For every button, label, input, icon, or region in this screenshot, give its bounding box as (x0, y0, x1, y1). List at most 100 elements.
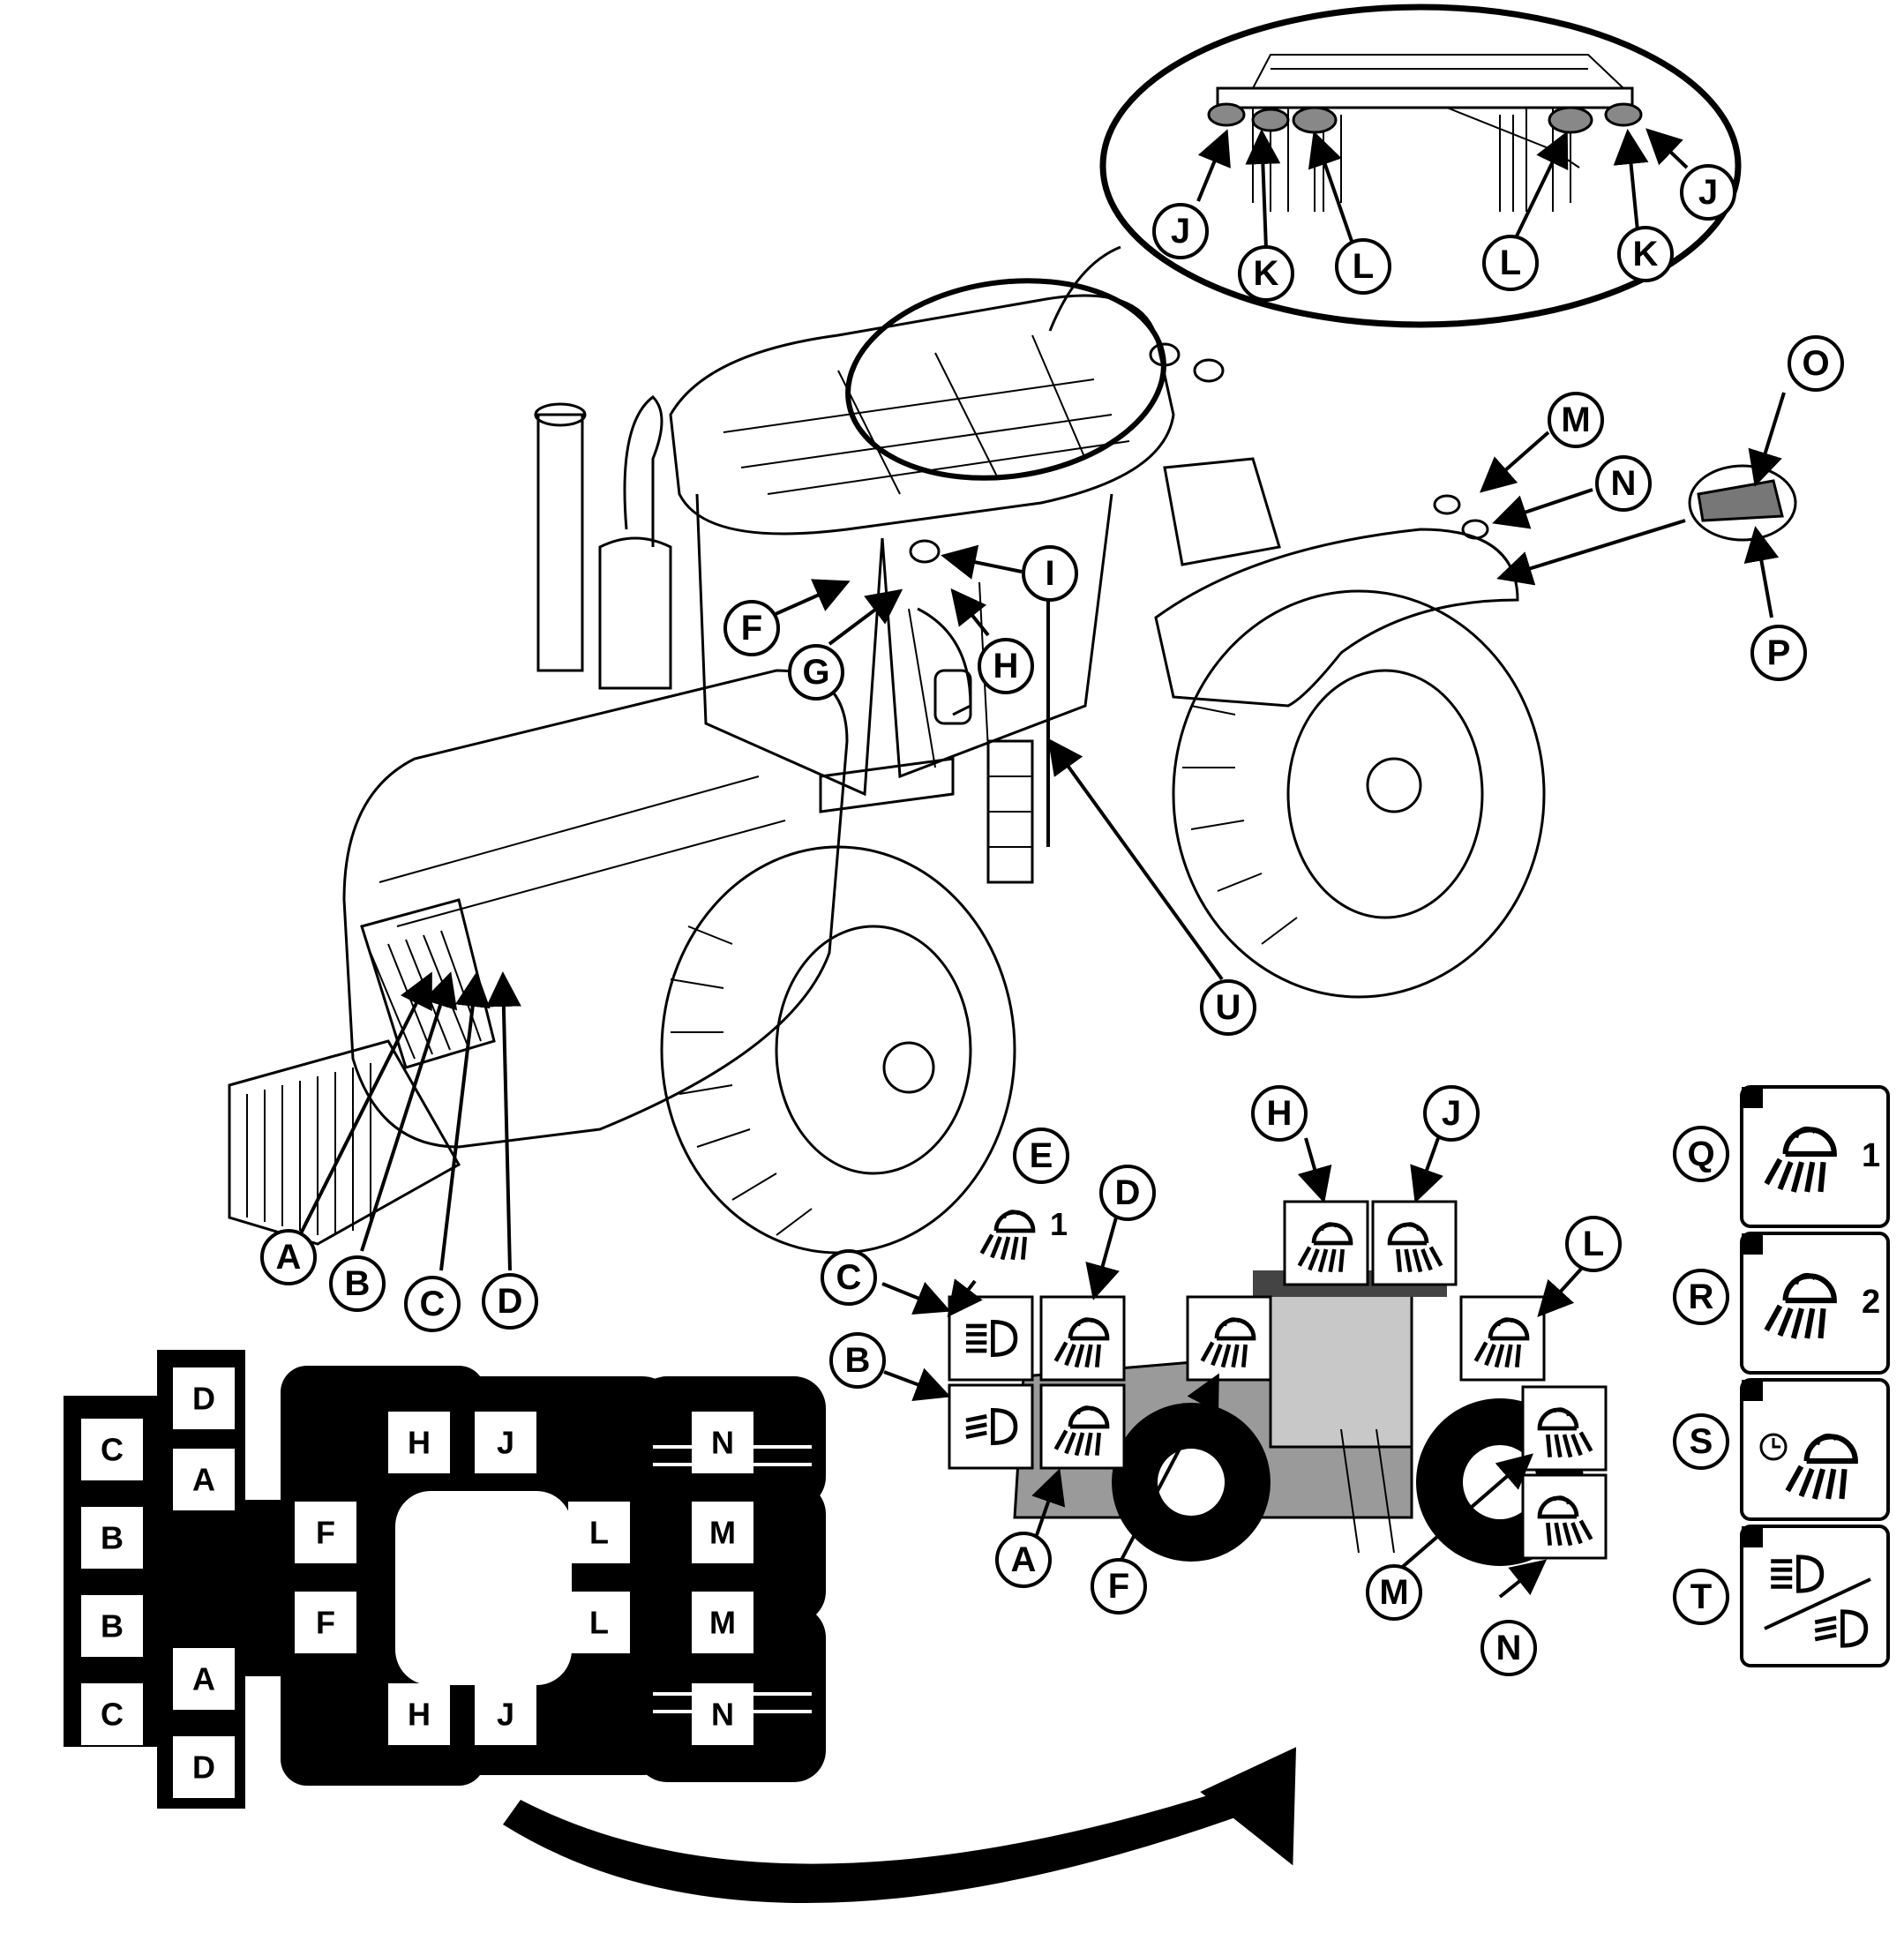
plan-box-d-bottom: D (173, 1736, 235, 1798)
plan-box-l-top: L (568, 1502, 630, 1563)
svg-text:J: J (1698, 173, 1718, 212)
svg-text:F: F (316, 1605, 335, 1641)
side-callout-j: J (1423, 1085, 1480, 1142)
high-low-beam-icon (1764, 1557, 1871, 1645)
plan-box-b-2: B (81, 1595, 143, 1657)
svg-text:D: D (192, 1749, 215, 1786)
svg-text:A: A (192, 1462, 215, 1498)
tractor-callouts: I F G H M N O P (260, 335, 1844, 1332)
svg-text:A: A (192, 1661, 215, 1697)
svg-text:M: M (709, 1605, 736, 1641)
svg-text:J: J (1442, 1094, 1461, 1133)
svg-text:M: M (1379, 1573, 1408, 1612)
svg-text:C: C (101, 1432, 124, 1468)
plan-box-c-bottom: C (81, 1683, 143, 1745)
plan-box-m-top: M (692, 1502, 753, 1563)
svg-text:S: S (1690, 1422, 1713, 1461)
plan-box-a-top: A (173, 1449, 235, 1510)
svg-text:K: K (1633, 235, 1659, 273)
callout-u: U (1200, 979, 1256, 1036)
svg-text:T: T (1690, 1577, 1712, 1616)
svg-text:2: 2 (1862, 1284, 1880, 1321)
plan-box-a-bottom: A (173, 1648, 235, 1710)
side-callout-h: H (1251, 1085, 1308, 1142)
callout-g: G (788, 644, 844, 701)
icon-box-h (1283, 1200, 1369, 1286)
plan-box-j-top: J (475, 1412, 536, 1473)
svg-text:H: H (1267, 1094, 1293, 1133)
light-e-indicator: 1 (982, 1206, 1068, 1260)
svg-text:E: E (1030, 1136, 1053, 1175)
plan-box-n-bottom: N (692, 1683, 753, 1745)
svg-text:D: D (498, 1282, 523, 1321)
svg-text:H: H (408, 1697, 431, 1733)
svg-text:B: B (845, 1341, 871, 1380)
svg-text:D: D (1115, 1173, 1141, 1212)
inset-callout-l-right: L (1482, 235, 1539, 291)
plan-box-j-bottom: J (475, 1683, 536, 1745)
icon-box-a (1039, 1383, 1126, 1470)
svg-text:A: A (1011, 1540, 1037, 1579)
side-callout-n: N (1480, 1620, 1537, 1676)
svg-text:M: M (1561, 401, 1590, 439)
svg-text:H: H (993, 647, 1019, 686)
callout-p: P (1750, 625, 1807, 681)
svg-text:J: J (497, 1697, 514, 1733)
icon-box-b (948, 1383, 1034, 1470)
side-callout-d: D (1099, 1165, 1156, 1221)
inset-callout-j-right: J (1680, 164, 1736, 221)
plan-box-n-top: N (692, 1412, 753, 1473)
svg-text:F: F (316, 1515, 335, 1551)
side-callout-e: E (1013, 1128, 1069, 1184)
side-callout-f: F (1091, 1558, 1147, 1615)
callout-h: H (978, 638, 1034, 694)
svg-text:F: F (1108, 1567, 1129, 1606)
svg-text:N: N (1611, 464, 1637, 503)
roof-detail-inset: J K L L K J (1099, 4, 1742, 328)
icon-box-d (1039, 1295, 1126, 1382)
svg-text:N: N (711, 1425, 734, 1461)
svg-text:A: A (276, 1238, 302, 1277)
icon-box-l (1459, 1295, 1546, 1382)
callout-c: C (404, 1276, 461, 1332)
svg-text:B: B (101, 1520, 124, 1556)
svg-text:I: I (1045, 554, 1054, 593)
icon-box-j (1371, 1200, 1458, 1286)
svg-text:G: G (802, 653, 829, 692)
svg-text:1: 1 (1050, 1206, 1068, 1242)
side-view: 1 (821, 1085, 1622, 1676)
side-callout-b: B (829, 1332, 886, 1389)
svg-text:R: R (1689, 1277, 1714, 1316)
icon-box-m (1521, 1385, 1608, 1472)
switch-legend: 1 Q 2 R S (1673, 1085, 1890, 1667)
callout-m: M (1548, 392, 1604, 448)
legend-t: T (1673, 1525, 1890, 1667)
svg-text:J: J (1171, 212, 1190, 251)
side-callout-l: L (1565, 1216, 1622, 1272)
tractor-illustration (228, 278, 1797, 1255)
icon-box-f (1186, 1295, 1272, 1382)
plan-box-f-bottom: F (295, 1592, 356, 1653)
svg-text:P: P (1767, 633, 1791, 672)
plan-box-m-bottom: M (692, 1592, 753, 1653)
svg-text:D: D (192, 1381, 215, 1417)
svg-text:L: L (589, 1605, 609, 1641)
svg-text:L: L (589, 1515, 609, 1551)
svg-text:L: L (1583, 1225, 1604, 1263)
svg-text:U: U (1216, 988, 1241, 1027)
tractor-leaders (298, 392, 1786, 1271)
svg-text:L: L (1353, 247, 1374, 286)
svg-text:Q: Q (1687, 1135, 1714, 1173)
plan-box-c-top: C (81, 1419, 143, 1480)
timer-work-light-icon (1759, 1435, 1855, 1499)
callout-f: F (723, 600, 780, 656)
svg-text:K: K (1254, 254, 1279, 293)
legend-s: S (1673, 1378, 1890, 1521)
plan-box-h-top: H (388, 1412, 450, 1473)
svg-text:M: M (709, 1515, 736, 1551)
svg-text:F: F (741, 609, 762, 648)
svg-text:H: H (408, 1425, 431, 1461)
inset-callout-l-left: L (1335, 238, 1391, 295)
callout-n: N (1595, 455, 1652, 512)
